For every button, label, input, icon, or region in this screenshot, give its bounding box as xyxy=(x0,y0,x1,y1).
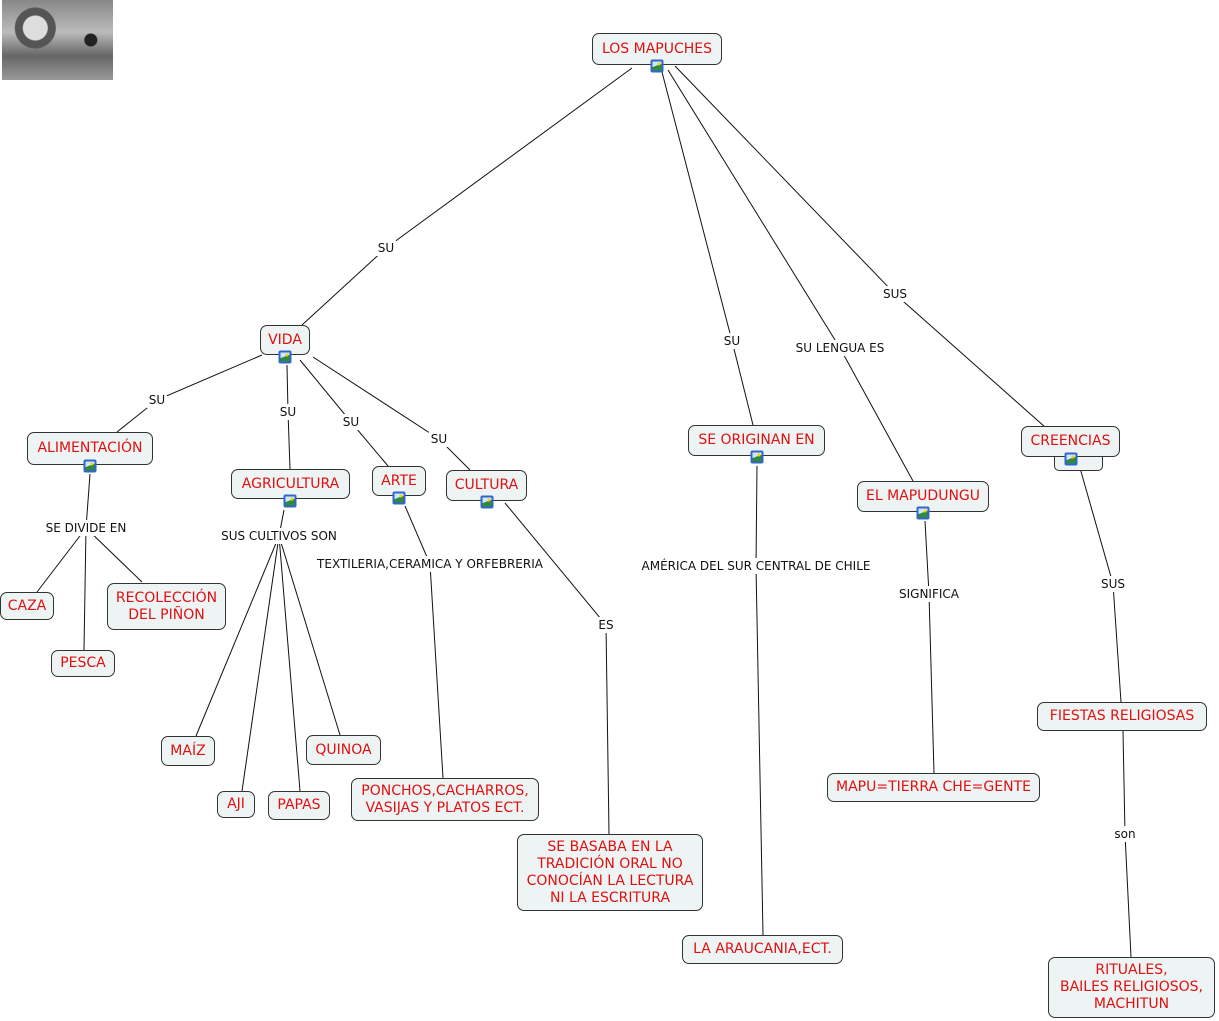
link-label-sus_fiestas: SUS xyxy=(1098,576,1128,592)
link-label-significa: SIGNIFICA xyxy=(897,586,961,602)
image-resource-icon[interactable] xyxy=(392,491,406,505)
link-label-se_divide: SE DIVIDE EN xyxy=(43,520,129,536)
concept-agricultura[interactable]: AGRICULTURA xyxy=(231,469,350,499)
link-line xyxy=(674,65,1046,428)
concept-pesca[interactable]: PESCA xyxy=(51,650,115,677)
link-label-su_origen: SU xyxy=(721,333,743,349)
concept-araucania[interactable]: LA ARAUCANIA,ECT. xyxy=(682,935,843,964)
link-line xyxy=(85,527,143,583)
concept-papas[interactable]: PAPAS xyxy=(268,791,330,820)
concept-mapu[interactable]: MAPU=TIERRA CHE=GENTE xyxy=(827,773,1040,802)
link-label-america: AMÉRICA DEL SUR CENTRAL DE CHILE xyxy=(639,558,873,574)
image-resource-icon[interactable] xyxy=(1064,452,1078,466)
concept-vida[interactable]: VIDA xyxy=(260,325,310,355)
link-label-su_cultura: SU xyxy=(428,431,450,447)
link-line xyxy=(278,535,341,736)
concept-aji[interactable]: AJI xyxy=(217,791,255,818)
link-label-su_alim: SU xyxy=(146,392,168,408)
link-line xyxy=(195,535,280,737)
link-line xyxy=(241,535,280,792)
concept-caza[interactable]: CAZA xyxy=(0,592,54,620)
concept-arte[interactable]: ARTE xyxy=(372,466,426,496)
image-resource-icon[interactable] xyxy=(916,506,930,520)
link-line xyxy=(85,473,91,529)
link-line xyxy=(1122,730,1132,958)
image-resource-icon[interactable] xyxy=(83,459,97,473)
link-label-sus_creencias: SUS xyxy=(880,286,910,302)
concept-quinoa[interactable]: QUINOA xyxy=(306,735,381,765)
image-resource-icon[interactable] xyxy=(650,59,664,73)
link-label-su_lengua: SU LENGUA ES xyxy=(793,340,887,356)
link-line xyxy=(661,71,754,426)
link-line xyxy=(36,527,87,593)
link-line xyxy=(301,67,633,326)
link-label-su_agri: SU xyxy=(277,404,299,420)
link-label-textileria: TEXTILERIA,CERAMICA Y ORFEBRERIA xyxy=(315,556,545,572)
link-line xyxy=(278,535,301,792)
link-line xyxy=(312,356,471,471)
link-label-son: son xyxy=(1112,826,1138,842)
link-label-su_arte: SU xyxy=(340,414,362,430)
image-resource-icon[interactable] xyxy=(278,350,292,364)
mapuche-photo xyxy=(2,0,113,80)
link-line xyxy=(83,527,87,651)
link-label-su_vida: SU xyxy=(375,240,397,256)
concept-fiestas[interactable]: FIESTAS RELIGIOSAS xyxy=(1037,702,1207,731)
link-line xyxy=(116,354,263,433)
image-resource-icon[interactable] xyxy=(750,450,764,464)
concept-maiz[interactable]: MAÍZ xyxy=(161,736,215,766)
image-resource-icon[interactable] xyxy=(480,495,494,509)
image-resource-icon[interactable] xyxy=(283,494,297,508)
concept-recoleccion[interactable]: RECOLECCIÓN DEL PIÑON xyxy=(107,583,226,630)
link-line xyxy=(667,69,914,482)
link-line xyxy=(404,505,444,779)
link-line xyxy=(299,359,389,467)
link-label-es: ES xyxy=(596,617,616,633)
link-label-sus_cultivos: SUS CULTIVOS SON xyxy=(219,528,339,544)
concept-sebasaba[interactable]: SE BASABA EN LA TRADICIÓN ORAL NO CONOCÍ… xyxy=(517,834,703,911)
concept-cultura[interactable]: CULTURA xyxy=(446,470,527,501)
link-line xyxy=(924,520,935,774)
link-line xyxy=(755,465,764,936)
concept-ponchos[interactable]: PONCHOS,CACHARROS, VASIJAS Y PLATOS ECT. xyxy=(351,778,539,821)
concept-rituales[interactable]: RITUALES, BAILES RELIGIOSOS, MACHITUN xyxy=(1048,957,1215,1018)
